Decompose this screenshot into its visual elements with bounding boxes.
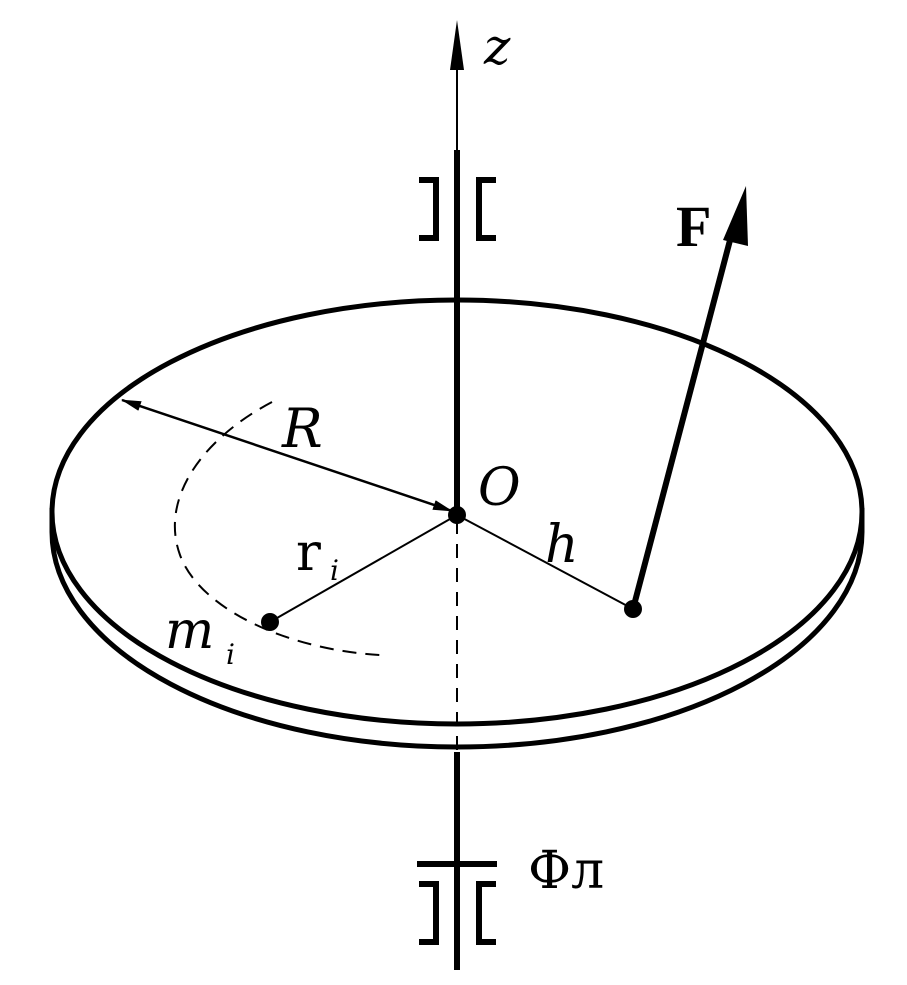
r-i-line [269,514,458,623]
label-R: R [281,397,323,460]
label-O: O [478,458,521,518]
upper-bearing-right-bracket [476,177,496,241]
radius-R-arrow [121,398,453,513]
force-arrowhead [723,186,748,246]
lower-bearing-left-bracket [419,881,439,945]
z-axis-arrowhead [450,20,464,70]
upper-bearing [419,177,496,241]
label-F: F [676,194,711,259]
label-r: r [296,523,321,583]
upper-bearing-left-bracket [419,177,439,241]
label-flywheel: Фл [528,841,604,901]
lower-bearing [417,861,497,945]
lower-bearing-right-bracket [476,881,496,945]
mass-point [261,613,279,631]
label-m: m [165,601,214,661]
force-vector [630,224,737,610]
label-r-subscript: i [330,554,339,587]
force-application-point [624,600,642,618]
center-point-O [448,506,466,524]
label-z: z [483,18,511,76]
label-h: h [545,515,579,575]
label-m-subscript: i [226,638,235,671]
h-line [456,514,634,610]
